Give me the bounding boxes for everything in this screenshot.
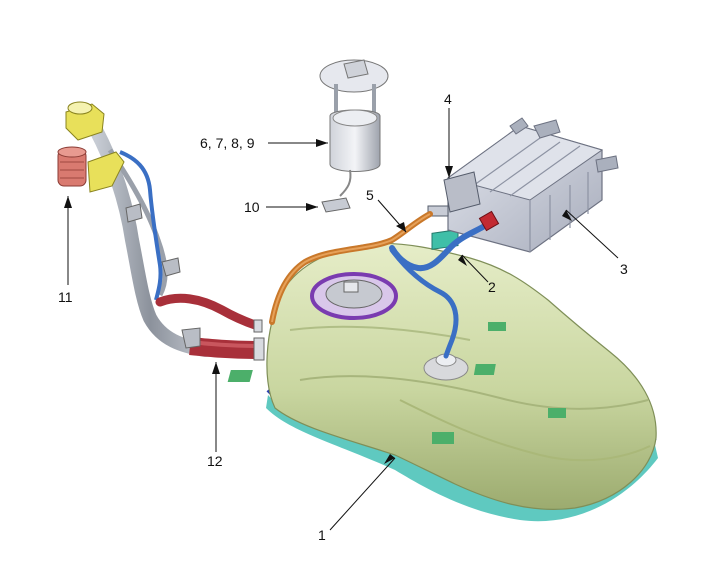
canister-close-valve [427, 171, 481, 217]
hose-clamp [253, 319, 263, 333]
canister-ribs [469, 137, 589, 252]
filler-cap-assembly [57, 101, 125, 193]
tank-pad [473, 364, 496, 375]
filler-neck-assembly [89, 123, 265, 361]
tank-pad [548, 408, 566, 418]
tank-pad [488, 322, 506, 331]
leader-lines [64, 108, 619, 531]
rollover-valve-ribs [60, 161, 84, 179]
callout-6789: 6, 7, 8, 9 [200, 135, 255, 151]
pump-flange [325, 279, 383, 309]
canister-bracket [595, 155, 619, 173]
filler-head-opening [67, 101, 93, 115]
callout-12: 12 [207, 453, 223, 469]
tank-ridge [299, 375, 649, 410]
callout-labels: 1 2 3 4 5 6, 7, 8, 9 10 11 12 [58, 91, 628, 543]
fuel-pump-module [319, 59, 389, 197]
tank-pad [432, 432, 454, 444]
arrowhead-11 [64, 196, 72, 208]
leader-3 [565, 209, 619, 259]
pump-rod [372, 84, 376, 116]
pump-rod [334, 84, 338, 116]
filler-bracket [181, 327, 201, 349]
callout-5: 5 [366, 187, 374, 203]
canister-top [446, 125, 604, 201]
filler-hose-red-upper [155, 293, 263, 331]
fuel-tank [227, 229, 658, 522]
rollover-valve-top [57, 146, 87, 158]
callout-1: 1 [318, 527, 326, 543]
arrowhead-1 [384, 454, 395, 464]
vapor-hose-orange-inner [271, 213, 431, 323]
pump-canister [329, 109, 381, 172]
vent-hose-blue-tank [389, 247, 459, 359]
filler-vent-hose-blue [119, 150, 163, 301]
filler-bracket [125, 203, 143, 223]
pump-float-arm [339, 169, 352, 197]
pump-canister-top [332, 109, 378, 127]
arrowhead-3 [562, 210, 572, 221]
callout-10: 10 [244, 199, 260, 215]
fuel-sender [321, 197, 351, 213]
valve-fitting [427, 205, 449, 217]
arrowhead-4 [445, 166, 453, 178]
filler-bracket-yellow [87, 151, 125, 193]
canister-bracket [533, 119, 561, 139]
arrowhead-12 [212, 362, 220, 374]
filler-bracket [161, 257, 181, 277]
callout-11: 11 [58, 289, 73, 305]
hose-clamp [253, 337, 265, 361]
leader-2 [461, 254, 489, 283]
valve-body [443, 171, 481, 213]
tank-strap-teal [266, 395, 658, 522]
arrowhead-2 [458, 255, 467, 266]
canister-bracket [509, 117, 529, 135]
tank-ridge [399, 399, 651, 462]
arrowhead-6789 [316, 139, 328, 147]
leader-1 [329, 457, 396, 531]
arrowhead-10 [306, 203, 318, 211]
callout-2: 2 [488, 279, 496, 295]
pump-top-fitting [343, 59, 369, 79]
hose-red-fitting [478, 210, 500, 232]
arrowhead-5 [396, 222, 406, 232]
tank-pad [227, 370, 253, 382]
pump-flange-fitting [343, 281, 359, 293]
callout-4: 4 [444, 91, 452, 107]
sender-float [321, 197, 351, 213]
callout-3: 3 [620, 261, 628, 277]
